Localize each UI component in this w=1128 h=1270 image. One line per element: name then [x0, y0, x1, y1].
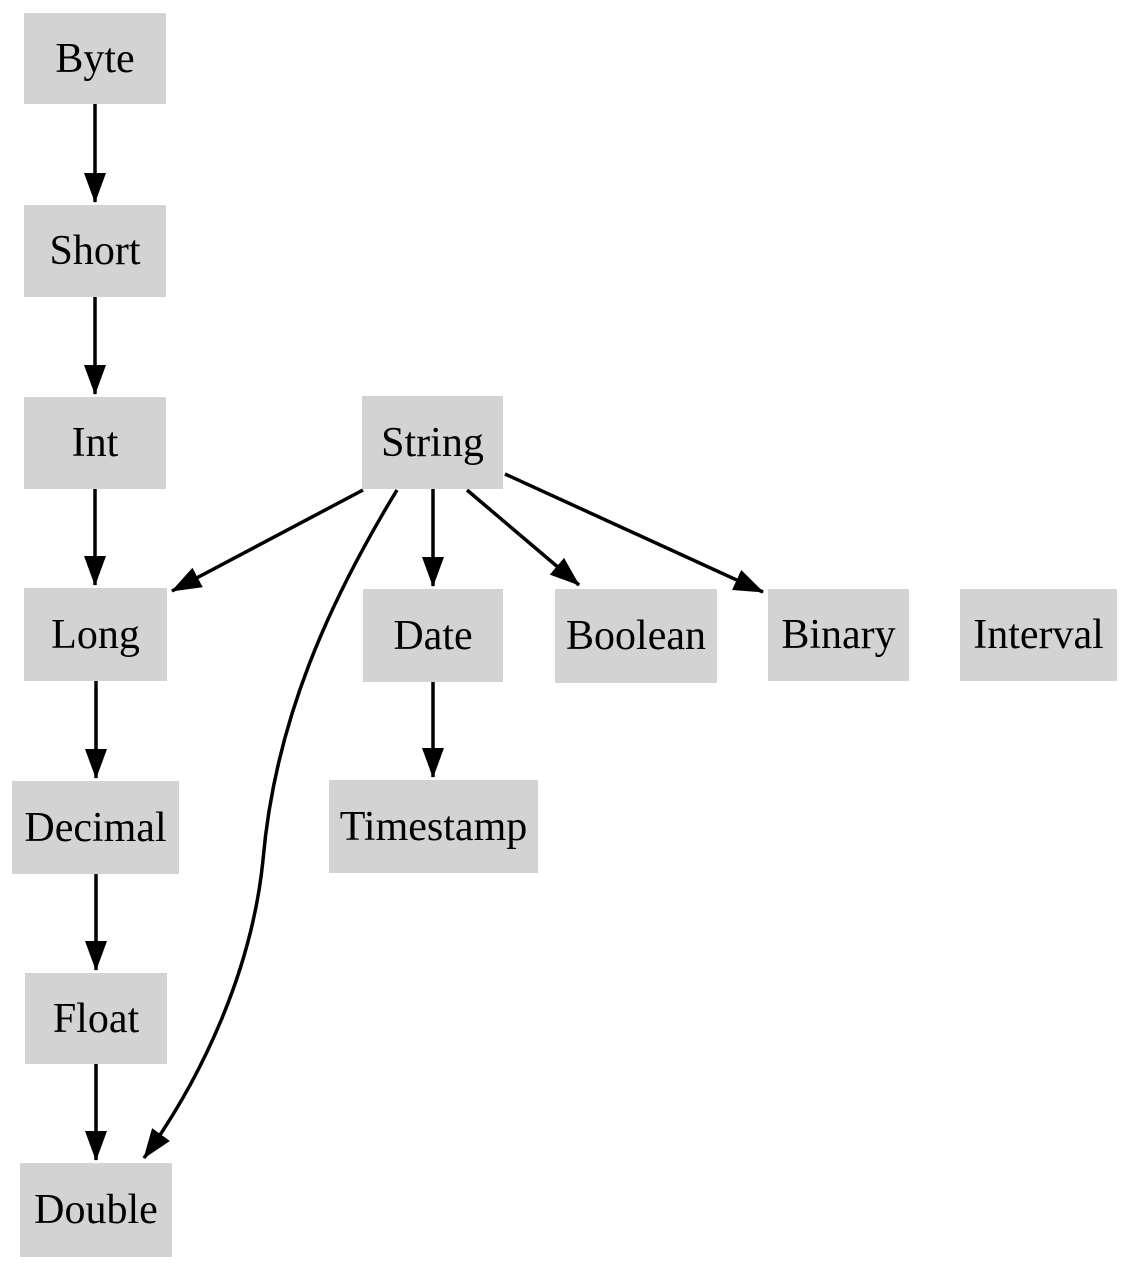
node-timestamp: Timestamp [329, 780, 538, 873]
edge-string-boolean [465, 488, 581, 587]
node-short: Short [24, 205, 166, 297]
node-int: Int [24, 397, 166, 489]
node-interval: Interval [960, 589, 1117, 681]
node-decimal: Decimal [12, 781, 179, 874]
node-byte: Byte [24, 13, 166, 104]
node-label: String [381, 419, 484, 466]
node-boolean: Boolean [555, 589, 717, 683]
edge-string-binary [504, 472, 764, 594]
edge-string-double [142, 489, 399, 1160]
node-label: Float [52, 995, 140, 1042]
node-double: Double [20, 1163, 172, 1257]
edge-string-long [171, 488, 364, 593]
node-label: Double [34, 1187, 158, 1233]
node-label: Short [49, 228, 141, 274]
node-label: Interval [973, 612, 1104, 658]
node-label: Date [393, 612, 473, 659]
node-date: Date [363, 589, 503, 682]
node-label: Long [51, 611, 140, 658]
node-binary: Binary [768, 589, 909, 681]
node-long: Long [24, 588, 167, 681]
node-label: Timestamp [339, 803, 528, 850]
node-float: Float [25, 973, 167, 1064]
node-label: Byte [55, 35, 135, 82]
node-label: Boolean [566, 613, 706, 659]
node-label: Binary [781, 612, 896, 658]
node-label: Decimal [24, 804, 167, 851]
node-label: Int [71, 420, 119, 466]
node-string: String [362, 396, 503, 489]
